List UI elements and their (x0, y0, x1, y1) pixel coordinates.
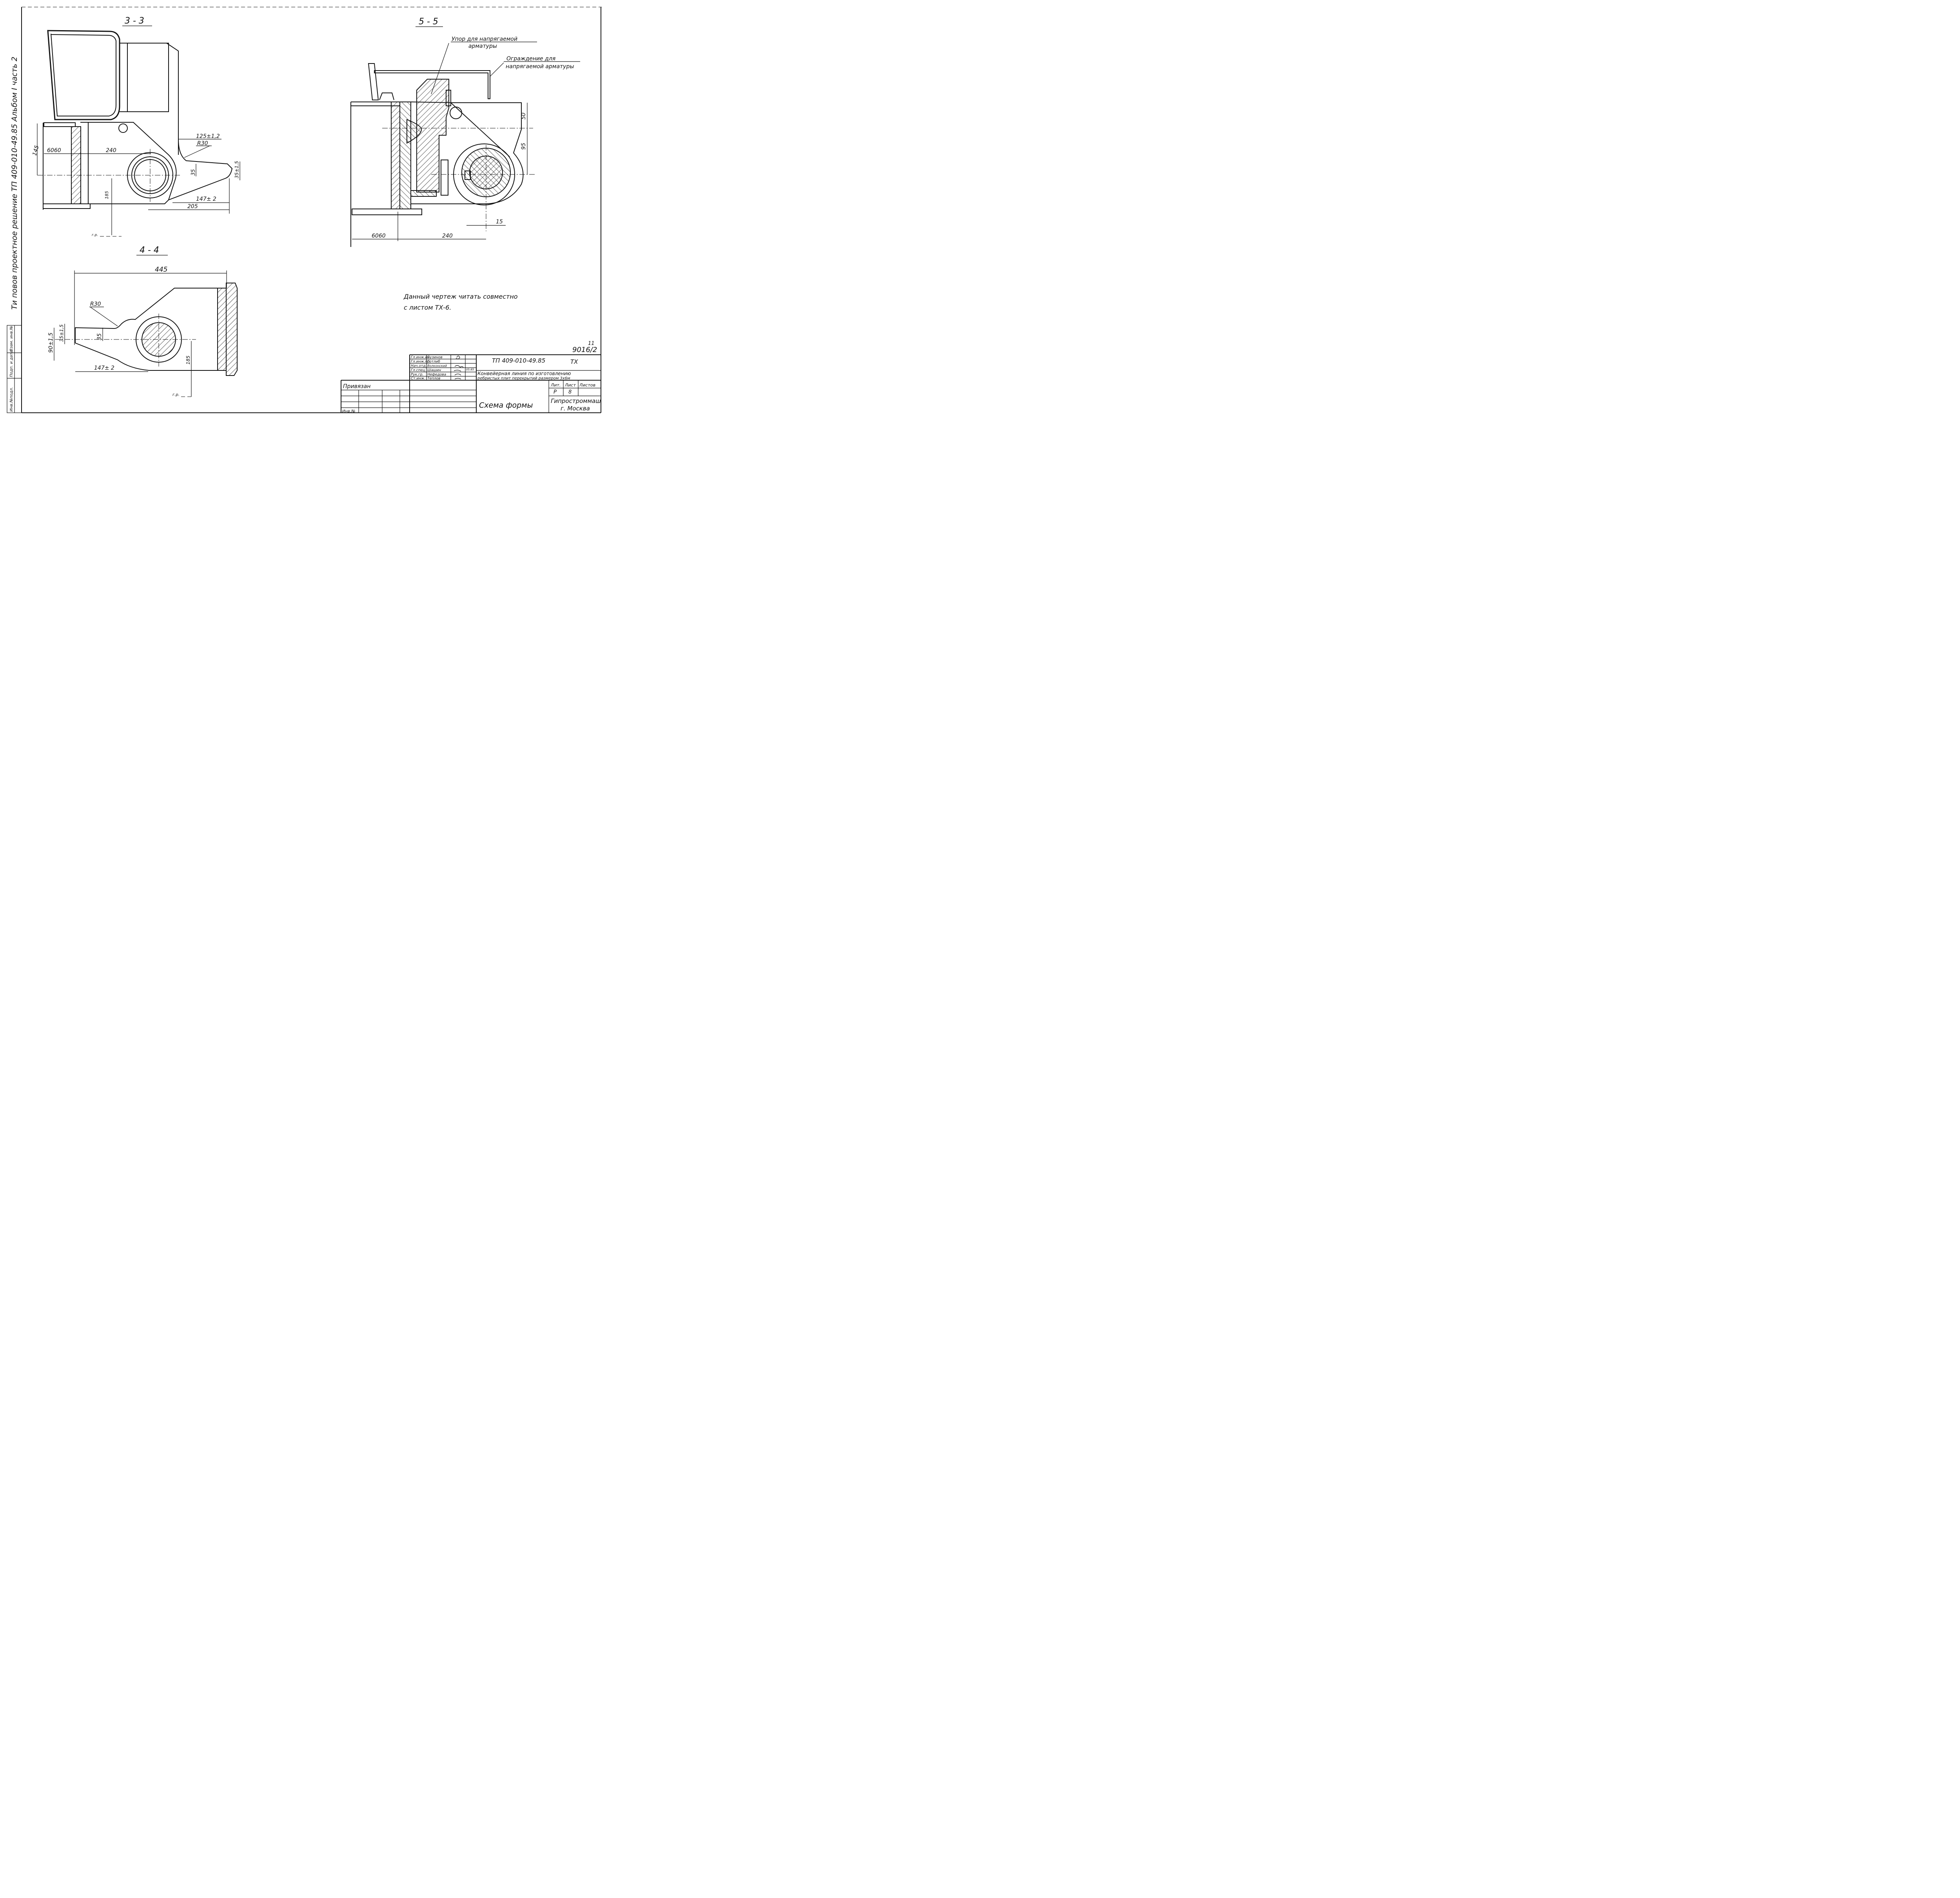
sig-role-0: Гл.инж.ин (411, 356, 430, 359)
dim-95: 95 (521, 143, 527, 150)
dim-445: 445 (155, 266, 167, 274)
side-cell-sign: Подп. и дата (9, 350, 14, 377)
sig-name-0: Бузинов (427, 356, 443, 359)
dim-r30-3-3: R30 (197, 140, 208, 147)
signature-mark (456, 356, 460, 359)
sig-role-1: Гл.инж.пр. (411, 360, 431, 364)
leader-guard-line1: Ограждение для (506, 56, 555, 62)
section-5-5: 5 - 5 Упор для напрягаемой арматуры Огра… (350, 17, 580, 247)
lit-header: Лит. (550, 383, 561, 388)
section-4-4: 4 - 4 445 R30 90±1,5 35±1,5 35 147± 2 18… (48, 245, 238, 397)
dim-6060-5-5: 6060 (372, 233, 386, 239)
sheets-header: Листов (579, 383, 595, 388)
sheet-code: 11 (588, 341, 595, 347)
dim-185-3-3: 185 (104, 191, 109, 199)
stop-5-5 (416, 79, 449, 192)
dim-35tol-4-4: 35±1,5 (59, 325, 64, 342)
sig-name-5: Теплов (427, 377, 440, 381)
lit-value: Р (554, 389, 557, 395)
bracket-4-4 (75, 288, 218, 371)
sig-name-2: Волконский (427, 364, 447, 368)
dim-147-3-3: 147± 2 (196, 196, 216, 202)
wall-4-4 (226, 283, 238, 376)
description-line1: Конвейерная линия по изготовлению (477, 371, 571, 376)
hopper-outline (47, 30, 120, 120)
sig-date: 05.85 (466, 368, 474, 371)
note-line2: с листом ТХ-6. (404, 304, 451, 311)
dim-15: 15 (496, 219, 503, 225)
org-line2: г. Москва (561, 405, 590, 412)
dim-205: 205 (187, 203, 198, 210)
dim-35-4-4: 35 (96, 333, 103, 340)
leader-stop-line2: арматуры (468, 43, 497, 49)
leader-stop-line1: Упор для напрягаемой (452, 36, 517, 42)
section-3-3-title: 3 - 3 (125, 16, 144, 26)
note-line1: Данный чертеж читать совместно (403, 293, 518, 300)
dim-35tol-3-3: 35±1,5 (234, 161, 240, 178)
technical-drawing: Ти повов проектное решение ТП 409-010-49… (7, 7, 602, 414)
description-line2: ребристых плит перекрытий размером 3х6м (477, 376, 570, 381)
dim-r30-4-4: R30 (90, 301, 101, 307)
doc-code: ТП 409-010-49.85 (492, 357, 545, 364)
dim-145: 145 (31, 145, 40, 156)
side-strip-cells: Инв.№подл. Подп. и дата Взам. инв.№ (7, 325, 22, 413)
sheet-value: 8 (568, 389, 572, 395)
sig-role-4: Рук.гр. (411, 373, 423, 377)
title-block: 11 9016/2 Гл.инж.ин Бузинов Гл.инж. (341, 341, 601, 414)
sheet-code2: 9016/2 (572, 346, 597, 354)
dim-240-5-5: 240 (442, 233, 453, 239)
side-cell-replace: Взам. инв.№ (9, 326, 14, 351)
dim-185-4-4: 185 (185, 356, 191, 365)
drawing-title: Схема формы (479, 401, 533, 410)
level-mark-3-3: г.р. (92, 233, 98, 237)
doc-mark: ТХ (570, 358, 578, 365)
block-outline (120, 43, 169, 112)
sig-name-1: Готлиб (427, 360, 440, 364)
sig-name-3: Шашин (427, 368, 441, 372)
hatched-plate-3-3 (71, 126, 81, 204)
sig-role-5: Ст.инж. (411, 377, 425, 381)
section-4-4-title: 4 - 4 (140, 245, 159, 255)
dim-6060-3-3: 6060 (47, 147, 61, 154)
drawing-sheet: Ти повов проектное решение ТП 409-010-49… (0, 0, 612, 418)
sheet-header: Лист (564, 383, 576, 388)
section-5-5-title: 5 - 5 (419, 17, 438, 27)
sig-name-4: Нефедова (427, 373, 446, 377)
dim-50: 50 (521, 113, 527, 120)
section-3-3: 3 - 3 145 6060 240 125±1,2 R30 (31, 16, 240, 237)
side-strip-text: Ти повов проектное решение ТП 409-010-49… (10, 56, 19, 310)
sig-role-3: Гл.спец. (411, 368, 426, 372)
guard-5-5 (374, 70, 490, 99)
side-cell-inv: Инв.№подл. (9, 387, 14, 412)
dim-147-4-4: 147± 2 (94, 365, 114, 371)
dim-90: 90±1,5 (48, 332, 54, 353)
leader-guard-line2: напрягаемой арматуры (506, 64, 574, 70)
dim-35-3-3: 35 (191, 169, 196, 176)
inv-label: Инв.№ (342, 409, 356, 414)
level-mark-4-4: г.р. (172, 393, 180, 397)
dim-125: 125±1,2 (196, 133, 220, 140)
sig-role-2: Нач.отд. (411, 364, 426, 368)
bound-label: Привязан (343, 383, 370, 390)
dim-240-3-3: 240 (106, 147, 116, 154)
org-line1: Гипростроммаш (551, 397, 601, 405)
